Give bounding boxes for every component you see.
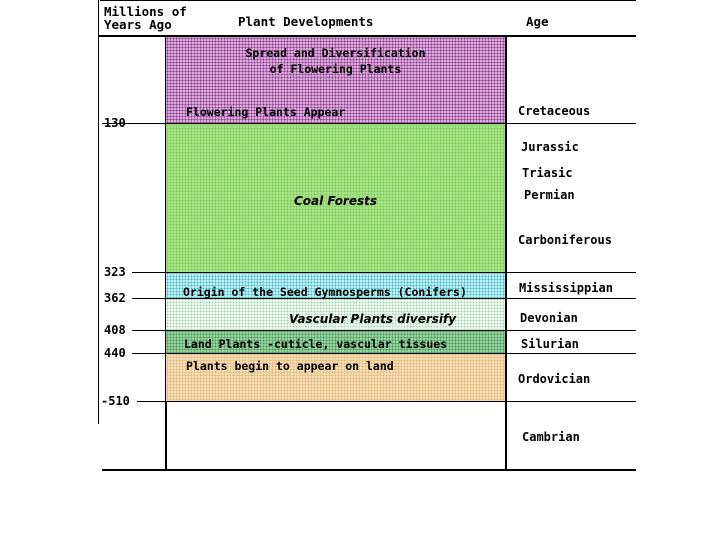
band-plants-begin: Plants begin to appear on land — [166, 353, 505, 401]
plant-developments-header: Plant Developments — [238, 14, 374, 29]
age-mississippian: Mississippian — [519, 281, 613, 295]
boundary-408 — [132, 330, 636, 331]
flowering-spread-line2: of Flowering Plants — [269, 62, 402, 76]
plants-begin-text: Plants begin to appear on land — [186, 359, 394, 373]
age-jurassic: Jurassic — [521, 140, 579, 154]
age-carboniferous: Carboniferous — [518, 233, 612, 247]
boundary-362 — [132, 298, 636, 299]
band-flowering-plants: Spread and Diversification of Flowering … — [166, 37, 505, 123]
age-cambrian: Cambrian — [522, 430, 580, 444]
bottom-border — [102, 469, 636, 471]
tick-label-408: 408 — [104, 323, 126, 337]
age-permian: Permian — [524, 188, 575, 202]
age-cretaceous: Cretaceous — [518, 104, 591, 118]
origin-seed-text: Origin of the Seed Gymnosperms (Conifers… — [183, 285, 467, 299]
left-header-border — [98, 0, 99, 36]
tick-label-510-value: 510 — [108, 394, 130, 408]
millions-header-line1: Millions of — [104, 4, 187, 19]
age-silurian: Silurian — [521, 337, 579, 351]
boundary-130 — [102, 123, 636, 124]
band-vascular-plants: Vascular Plants diversify — [166, 298, 505, 330]
header-separator — [98, 35, 636, 37]
age-devonian: Devonian — [520, 311, 578, 325]
land-plants-text: Land Plants -cuticle, vascular tissues — [184, 337, 448, 351]
millions-header-line2: Years Ago — [104, 17, 172, 32]
tick-label-323: 323 — [104, 265, 126, 279]
top-border — [100, 0, 636, 1]
boundary-323 — [132, 272, 636, 273]
age-triasic: Triasic — [522, 166, 573, 180]
flowering-spread-line1: Spread and Diversification — [245, 46, 426, 60]
tick-label-440: 440 — [104, 346, 126, 360]
tick-label-510: -510 — [101, 394, 130, 408]
age-header: Age — [526, 14, 549, 29]
tick-label-362: 362 — [104, 291, 126, 305]
band-origin-of-seed: Origin of the Seed Gymnosperms (Conifers… — [166, 272, 505, 299]
developments-right-border — [505, 36, 507, 470]
flowering-spread-text: Spread and Diversification of Flowering … — [166, 45, 505, 77]
band-land-plants: Land Plants -cuticle, vascular tissues — [166, 330, 505, 353]
flowering-appear-text: Flowering Plants Appear — [186, 105, 346, 119]
band-coal-forests: Coal Forests — [166, 124, 505, 272]
tick-label-130: 130 — [104, 116, 126, 130]
age-ordovician: Ordovician — [518, 372, 591, 386]
vascular-plants-text: Vascular Plants diversify — [289, 312, 457, 326]
boundary-510 — [137, 401, 636, 402]
left-axis-line — [98, 36, 99, 424]
millions-header: Millions of Years Ago — [104, 5, 187, 31]
boundary-440 — [132, 353, 636, 354]
coal-forests-text: Coal Forests — [293, 194, 378, 208]
